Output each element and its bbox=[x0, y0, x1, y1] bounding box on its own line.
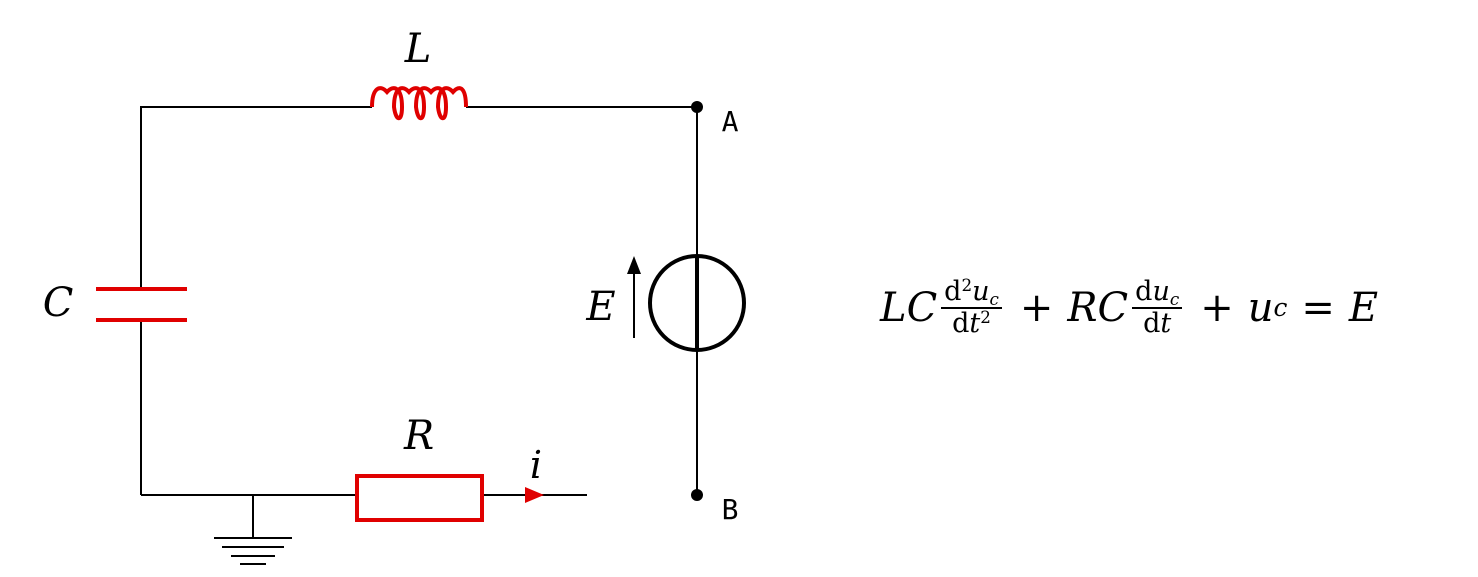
eq-first-derivative-denominator: dt bbox=[1140, 309, 1174, 338]
eq-plus-2: + bbox=[1200, 285, 1234, 331]
eq-sq: 2 bbox=[961, 274, 973, 295]
resistor: R bbox=[355, 413, 484, 522]
source-label: E bbox=[585, 284, 615, 330]
capacitor: C bbox=[43, 280, 187, 326]
eq-second-derivative: d2uc dt2 bbox=[941, 275, 1002, 339]
node-b-dot bbox=[691, 489, 703, 501]
wire-top-left bbox=[140, 106, 372, 289]
eq-dt-t: t bbox=[969, 308, 981, 339]
eq-rc: RC bbox=[1067, 285, 1129, 331]
eq-lc: LC bbox=[880, 285, 938, 331]
eq-u3: u bbox=[1247, 285, 1274, 331]
eq-u-sub: c bbox=[989, 288, 999, 309]
inductor: L bbox=[370, 26, 468, 121]
current-indicator: i bbox=[525, 443, 544, 503]
eq-dt2-d: d bbox=[1143, 308, 1161, 339]
eq-u: u bbox=[972, 275, 990, 307]
eq-u2-sub: c bbox=[1169, 288, 1180, 309]
eq-dt-d: d bbox=[952, 308, 970, 339]
eq-first-derivative-numerator: duc bbox=[1132, 275, 1183, 309]
ground-symbol-icon bbox=[214, 495, 292, 565]
eq-second-derivative-denominator: dt2 bbox=[949, 306, 994, 339]
current-label: i bbox=[530, 443, 542, 487]
source-arrow-icon bbox=[627, 256, 641, 274]
nodes: A B bbox=[691, 101, 739, 526]
eq-d: d bbox=[944, 275, 962, 307]
node-a-dot bbox=[691, 101, 703, 113]
node-a-label: A bbox=[722, 105, 739, 138]
eq-second-derivative-numerator: d2uc bbox=[941, 275, 1002, 309]
resistor-label: R bbox=[403, 413, 434, 459]
capacitor-label: C bbox=[43, 280, 74, 326]
eq-plus-1: + bbox=[1019, 285, 1054, 331]
eq-d2: d bbox=[1135, 275, 1153, 307]
current-arrow-icon bbox=[525, 487, 544, 503]
inductor-label: L bbox=[404, 26, 432, 72]
eq-dt2-t: t bbox=[1160, 308, 1172, 339]
eq-equals: = bbox=[1301, 285, 1335, 331]
eq-dt-sq: 2 bbox=[980, 306, 991, 327]
resistor-body bbox=[355, 474, 484, 522]
voltage-source: E bbox=[585, 254, 746, 352]
inductor-coil bbox=[370, 86, 468, 121]
eq-e: E bbox=[1348, 285, 1379, 331]
eq-first-derivative: duc dt bbox=[1132, 275, 1183, 339]
eq-u2: u bbox=[1152, 275, 1170, 307]
node-b-label: B bbox=[722, 493, 739, 526]
